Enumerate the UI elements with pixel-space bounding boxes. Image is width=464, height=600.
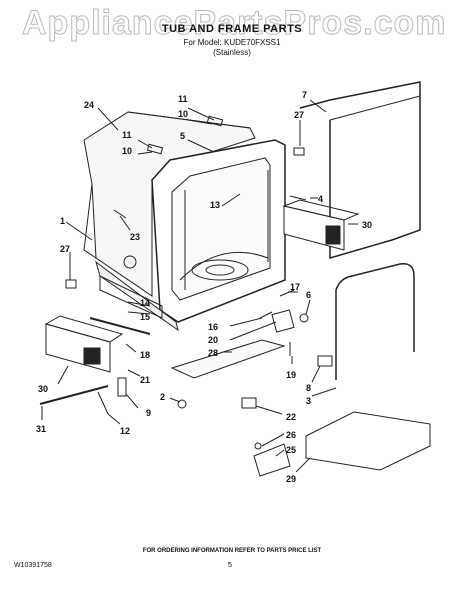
bracket-part-25 bbox=[253, 443, 291, 477]
callout-label: 7 bbox=[302, 90, 307, 100]
screw-part-16 bbox=[259, 311, 273, 319]
callout-label: 6 bbox=[306, 290, 311, 300]
side-rail-part bbox=[99, 275, 163, 319]
callout-label: 12 bbox=[120, 426, 130, 436]
sump-housing bbox=[191, 259, 249, 281]
diagram-title: TUB AND FRAME PARTS bbox=[161, 23, 303, 35]
callout-label: 19 bbox=[286, 370, 296, 380]
model-line: For Model: KUDE70FXSS1 bbox=[183, 38, 281, 47]
callout-label: 22 bbox=[286, 412, 296, 422]
top-bracket-part-11a bbox=[206, 115, 224, 127]
callout-label: 2 bbox=[160, 392, 165, 402]
base-plate-part-28 bbox=[170, 339, 286, 379]
callout-label: 9 bbox=[146, 408, 151, 418]
callout-label: 11 bbox=[178, 94, 188, 104]
screw-part-23 bbox=[113, 209, 127, 219]
callout-label: 3 bbox=[306, 396, 311, 406]
callout-label: 25 bbox=[286, 445, 296, 455]
sump-inner bbox=[205, 264, 235, 276]
callout-label: 16 bbox=[208, 322, 218, 332]
callout-label: 30 bbox=[362, 220, 372, 230]
callout-label: 30 bbox=[38, 384, 48, 394]
callout-label: 29 bbox=[286, 474, 296, 484]
callout-label: 4 bbox=[318, 194, 323, 204]
screw-part-17 bbox=[279, 289, 295, 297]
bracket-part-20 bbox=[271, 309, 295, 333]
ordering-note: FOR ORDERING INFORMATION REFER TO PARTS … bbox=[142, 548, 322, 554]
screw-part-2 bbox=[177, 399, 187, 409]
callout-label: 13 bbox=[210, 200, 220, 210]
gasket-part-7 bbox=[299, 81, 421, 259]
clip-part-27b bbox=[65, 279, 77, 289]
callout-label: 23 bbox=[130, 232, 140, 242]
page-number: 5 bbox=[228, 562, 232, 569]
document-number: W10391758 bbox=[14, 562, 52, 569]
screw-part-12 bbox=[97, 391, 109, 415]
callout-label: 27 bbox=[60, 244, 70, 254]
callout-label: 20 bbox=[208, 335, 218, 345]
callout-label: 17 bbox=[290, 282, 300, 292]
callout-label: 31 bbox=[36, 424, 46, 434]
toe-shield-part-29 bbox=[305, 411, 431, 471]
hose-part-31 bbox=[39, 385, 109, 405]
callout-label: 28 bbox=[208, 348, 218, 358]
tub-base bbox=[95, 260, 179, 332]
bracket-part-22 bbox=[241, 397, 257, 409]
clip-part-9 bbox=[117, 377, 127, 397]
drain-port bbox=[123, 255, 137, 269]
callout-label: 10 bbox=[178, 109, 188, 119]
callout-label: 26 bbox=[286, 430, 296, 440]
callout-label: 21 bbox=[140, 375, 150, 385]
screw-part-26 bbox=[254, 442, 262, 450]
finish-line: (Stainless) bbox=[213, 48, 251, 57]
callout-label: 8 bbox=[306, 383, 311, 393]
screw-part-4 bbox=[289, 195, 307, 201]
callout-label: 27 bbox=[294, 110, 304, 120]
callout-label: 24 bbox=[84, 100, 94, 110]
callout-label: 1 bbox=[60, 216, 65, 226]
callout-label: 10 bbox=[122, 146, 132, 156]
watermark: AppliancePartsPros.com bbox=[21, 4, 447, 43]
nut-part-6 bbox=[299, 313, 309, 323]
callout-label: 11 bbox=[122, 130, 132, 140]
callout-label: 15 bbox=[140, 312, 150, 322]
callout-labels: 24 11 10 5 7 27 11 10 13 4 30 1 23 27 17… bbox=[36, 90, 372, 484]
clip-part-27a bbox=[293, 147, 305, 156]
callout-label: 14 bbox=[140, 298, 150, 308]
gasket-part-3 bbox=[335, 263, 415, 352]
tub-floor bbox=[179, 251, 269, 281]
rod-part-18 bbox=[89, 317, 151, 335]
tub-left-flange bbox=[83, 183, 97, 259]
latch-part-8 bbox=[317, 355, 333, 367]
callout-label: 18 bbox=[140, 350, 150, 360]
callout-label: 5 bbox=[180, 131, 185, 141]
top-bracket-part-11b bbox=[146, 143, 164, 155]
